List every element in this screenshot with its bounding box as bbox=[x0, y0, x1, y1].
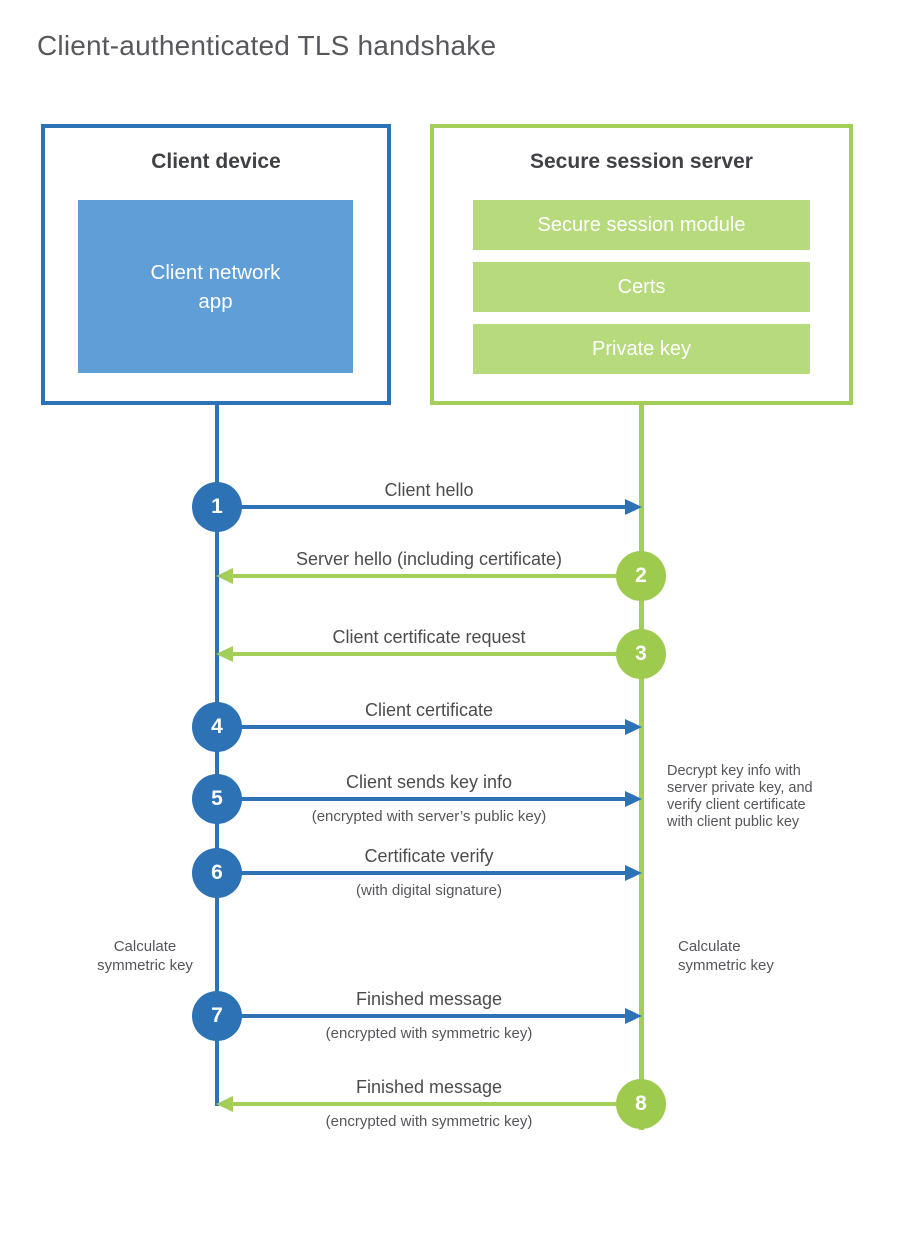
step-badge-1: 1 bbox=[192, 482, 242, 532]
message-label: Client sends key info bbox=[345, 772, 513, 792]
arrowhead-left-icon bbox=[216, 567, 233, 584]
message-subtitle: (encrypted with symmetric key) bbox=[325, 1025, 533, 1042]
server-lifeline bbox=[639, 405, 644, 1130]
arrow-line bbox=[233, 1101, 617, 1107]
arrowhead-right-icon bbox=[625, 790, 642, 807]
message-row-6: 6 Certificate verify (with digital signatu… bbox=[192, 846, 642, 899]
annotation-calculate-symmetric-key-client: Calculate symmetric key bbox=[85, 937, 205, 975]
message-subtitle: (encrypted with server’s public key) bbox=[311, 808, 547, 825]
message-label: Finished message bbox=[355, 989, 503, 1009]
calc-left-line1: Calculate bbox=[113, 938, 177, 955]
secure-session-server-box: Secure session server Secure session mod… bbox=[430, 124, 853, 405]
message-label: Client certificate request bbox=[332, 627, 526, 647]
client-network-app-box: Client network app bbox=[78, 200, 353, 373]
arrow-line bbox=[241, 870, 625, 876]
message-row-3: 3 Client certificate request bbox=[216, 627, 666, 679]
step-badge-4: 4 bbox=[192, 702, 242, 752]
message-row-2: 2 Server hello (including certificate) bbox=[216, 549, 666, 601]
arrow-line bbox=[241, 796, 625, 802]
arrow-line bbox=[241, 1013, 625, 1019]
server-module-private-key: Private key bbox=[473, 324, 810, 374]
message-label: Certificate verify bbox=[364, 846, 494, 866]
annotation-calculate-symmetric-key-server: Calculate symmetric key bbox=[678, 937, 798, 975]
step-badge-6: 6 bbox=[192, 848, 242, 898]
arrow-line bbox=[241, 724, 625, 730]
server-module-secure-session-module: Secure session module bbox=[473, 200, 810, 250]
client-app-label-line2: app bbox=[198, 289, 233, 313]
annotation-decrypt-note: Decrypt key info with server private key… bbox=[667, 763, 813, 830]
arrowhead-right-icon bbox=[625, 1007, 642, 1024]
arrow-line bbox=[233, 651, 617, 657]
arrow-line bbox=[241, 504, 625, 510]
message-row-8: 8 Finished message (encrypted with symmetr… bbox=[216, 1077, 666, 1130]
page-title: Client-authenticated TLS handshake bbox=[37, 30, 497, 61]
client-lifeline bbox=[214, 405, 220, 1106]
message-row-4: 4 Client certificate bbox=[192, 700, 642, 752]
step-badge-5: 5 bbox=[192, 774, 242, 824]
calc-right-line1: Calculate bbox=[678, 938, 741, 955]
arrowhead-right-icon bbox=[625, 498, 642, 515]
message-label: Server hello (including certificate) bbox=[295, 549, 563, 569]
step-badge-7: 7 bbox=[192, 991, 242, 1041]
client-device-box: Client device Client network app bbox=[41, 124, 391, 405]
arrowhead-left-icon bbox=[216, 1095, 233, 1112]
client-app-label-line1: Client network bbox=[150, 260, 281, 284]
step-badge-8: 8 bbox=[616, 1079, 666, 1129]
server-module-certs: Certs bbox=[473, 262, 810, 312]
message-row-5: 5 Client sends key info (encrypted with se… bbox=[192, 772, 642, 825]
arrow-line bbox=[233, 573, 617, 579]
message-subtitle: (encrypted with symmetric key) bbox=[325, 1113, 533, 1130]
step-badge-3: 3 bbox=[616, 629, 666, 679]
calc-left-line2: symmetric key bbox=[97, 957, 193, 974]
secure-session-server-title: Secure session server bbox=[530, 150, 753, 173]
calc-right-line2: symmetric key bbox=[678, 957, 774, 974]
message-label: Client hello bbox=[384, 480, 474, 500]
message-row-1: 1 Client hello bbox=[192, 480, 642, 532]
message-subtitle: (with digital signature) bbox=[356, 882, 502, 899]
message-label: Client certificate bbox=[364, 700, 494, 720]
arrowhead-right-icon bbox=[625, 718, 642, 735]
message-label: Finished message bbox=[355, 1077, 503, 1097]
arrowhead-left-icon bbox=[216, 645, 233, 662]
step-badge-2: 2 bbox=[616, 551, 666, 601]
message-row-7: 7 Finished message (encrypted with symmetr… bbox=[192, 989, 642, 1042]
arrowhead-right-icon bbox=[625, 864, 642, 881]
client-device-title: Client device bbox=[151, 150, 281, 173]
